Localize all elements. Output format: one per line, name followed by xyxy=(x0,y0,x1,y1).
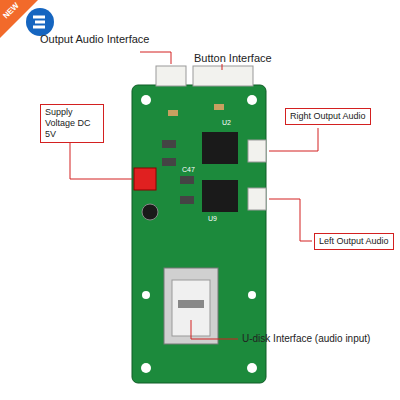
callout-box: Supply Voltage DC 5V xyxy=(40,104,104,143)
part-label: Output Audio Interface xyxy=(40,33,149,46)
callout-box: Right Output Audio xyxy=(285,108,371,125)
part-label: U-disk Interface (audio input) xyxy=(242,333,370,345)
callout-text: Right Output Audio xyxy=(290,111,366,122)
silkscreen-text: U2 xyxy=(222,118,231,127)
silkscreen-text: C47 xyxy=(182,165,195,174)
silkscreen-text: U9 xyxy=(208,214,217,223)
callout-text: Left Output Audio xyxy=(319,236,389,247)
callout-box: Left Output Audio xyxy=(314,233,394,250)
callout-text: Supply Voltage DC 5V xyxy=(45,107,99,140)
part-label: Button Interface xyxy=(194,52,272,65)
